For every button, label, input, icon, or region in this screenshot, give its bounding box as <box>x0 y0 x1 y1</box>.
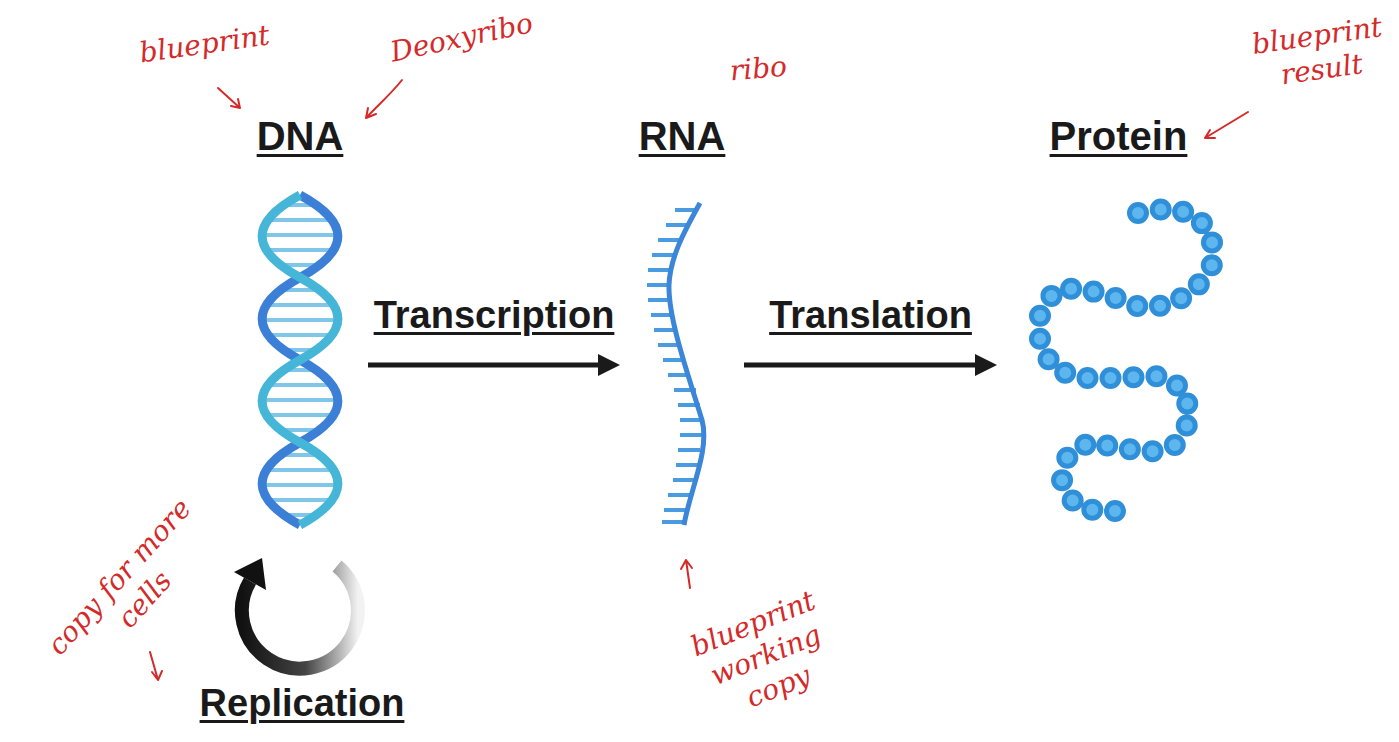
protein-bead-shine <box>1040 208 1212 512</box>
replication-arrowhead <box>234 558 266 590</box>
flow-arrow <box>368 354 620 376</box>
arrow-head <box>598 354 620 376</box>
arrow-head <box>975 354 997 376</box>
stage-node: Protein <box>997 112 1240 530</box>
node-title: Protein <box>997 112 1240 160</box>
arrow-shaft <box>368 363 600 368</box>
handwritten-note: ribo <box>712 48 805 90</box>
node-title: DNA <box>232 112 368 160</box>
stage-node: DNA <box>232 112 368 530</box>
step-label: Replication <box>172 680 432 726</box>
rna-backbone <box>669 203 704 525</box>
helix-strand <box>262 195 338 525</box>
flow-arrow <box>744 354 997 376</box>
handwritten-note: copy for more cells <box>40 491 224 685</box>
handwritten-note: Deoxyribo <box>370 3 553 74</box>
stage-node: RNA <box>620 112 744 530</box>
arrow-shaft <box>744 363 977 368</box>
handwritten-note: blueprint <box>128 17 281 72</box>
handwritten-note: blueprint working copy <box>668 576 864 734</box>
edge-label: Transcription <box>294 292 694 338</box>
annotation-arrows <box>150 80 1248 680</box>
node-title: RNA <box>620 112 744 160</box>
handwritten-note: blueprint result <box>1238 8 1399 97</box>
edge-label: Translation <box>671 292 1071 338</box>
helix-strand <box>262 195 338 525</box>
protein-beads <box>1040 208 1212 512</box>
